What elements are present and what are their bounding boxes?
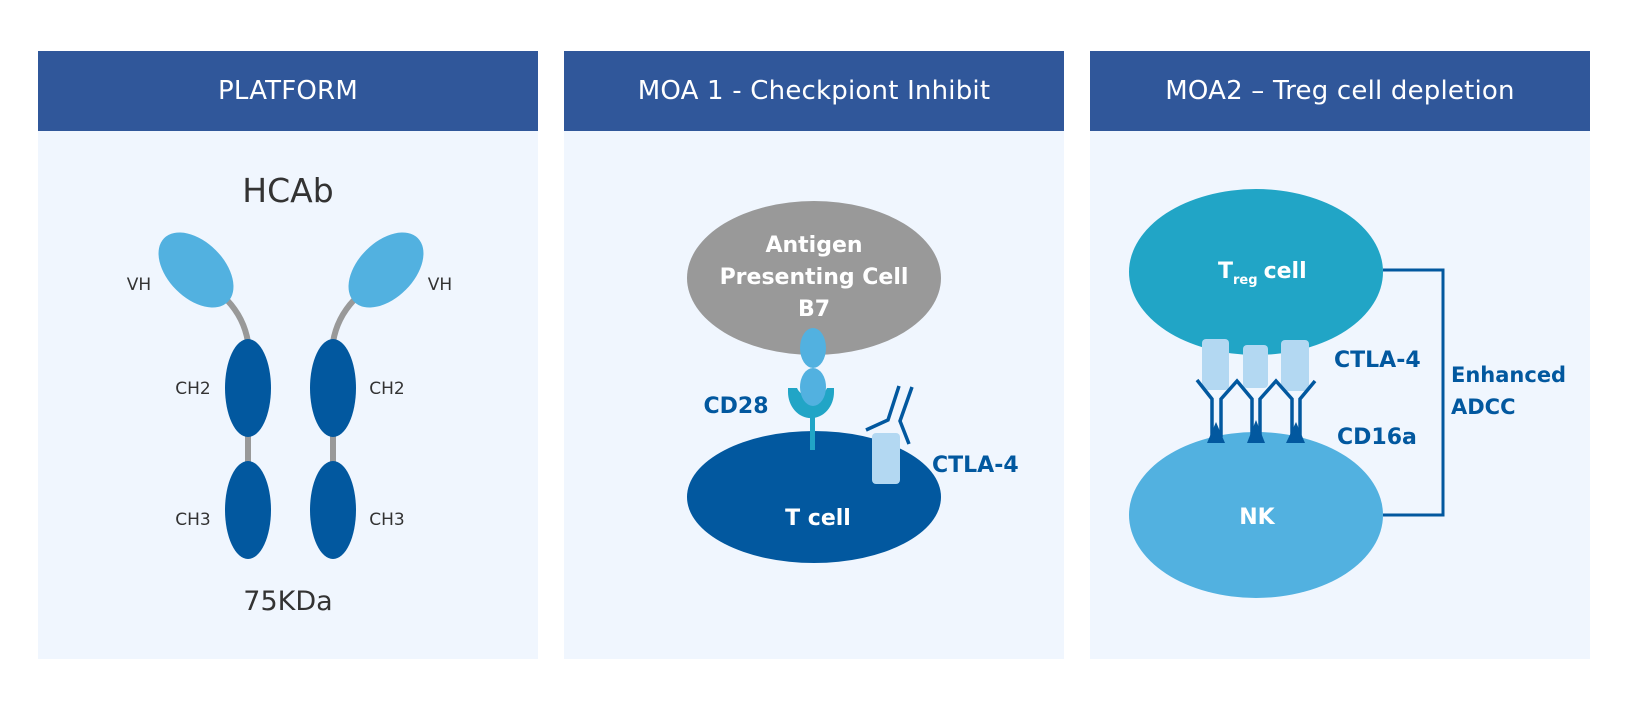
platform-panel-title: PLATFORM [38, 51, 538, 131]
antibody-3-right-arm [1298, 379, 1317, 437]
vh-label-right: VH [428, 275, 452, 295]
antigen-presenting-cell [687, 201, 941, 355]
ch3-domain-left [225, 461, 271, 559]
ctla4-receptor [872, 433, 900, 484]
cd16a-receptor-3 [1286, 422, 1305, 443]
vh-domain-right [348, 232, 424, 308]
ctla4-receptor-3 [1281, 340, 1309, 391]
b7-ligand-upper [800, 328, 826, 368]
treg-label-suffix: cell [1264, 259, 1307, 284]
ch3-label-right: CH3 [369, 510, 404, 530]
ch2-domain-left [225, 339, 271, 437]
adcc-bracket [1383, 268, 1445, 517]
ch3-domain-right [310, 461, 356, 559]
cd16a-receptor-1 [1207, 422, 1225, 443]
b7-ligand-lower [800, 368, 826, 406]
cd16a-receptor-2 [1247, 420, 1265, 443]
moa1-panel-title: MOA 1 - Checkpiont Inhibit [564, 51, 1064, 131]
treg-label-sub: reg [1233, 273, 1258, 288]
ctla4-receptor-1 [1202, 339, 1229, 390]
ctla4-label-moa2: CTLA-4 [1334, 348, 1421, 373]
ch2-label-right: CH2 [369, 379, 404, 399]
antibody-arm-left [865, 385, 901, 432]
vh-label-left: VH [127, 275, 151, 295]
treg-cell [1129, 189, 1383, 355]
cd28-stem [810, 405, 815, 450]
hinge-right [330, 297, 357, 343]
apc-label-line3: B7 [798, 297, 830, 322]
ch3-label-left: CH3 [175, 510, 210, 530]
moa1-panel: MOA 1 - Checkpiont Inhibit [564, 51, 1064, 659]
ctla4-receptor-2 [1243, 345, 1268, 388]
platform-panel: PLATFORM [38, 51, 538, 659]
effect-label-line2: ADCC [1451, 395, 1516, 419]
apc-label-line2: Presenting Cell [720, 265, 909, 290]
molecule-name: HCAb [242, 171, 333, 210]
antibody-bridge-1 [1219, 378, 1254, 437]
moa1-diagram: Antigen Presenting Cell B7 T cell CD28 C… [687, 201, 1019, 563]
t-cell-label: T cell [785, 506, 851, 531]
molecular-weight: 75KDa [243, 586, 332, 617]
cd16a-label: CD16a [1337, 425, 1417, 450]
antibody-1-left-arm [1195, 378, 1214, 437]
antibody-arm-right [898, 386, 914, 445]
linker-left [245, 430, 251, 470]
ch2-domain-right [310, 339, 356, 437]
hcab-diagram: HCAb VH VH CH2 CH2 CH3 CH3 75KDa [127, 171, 452, 617]
effect-label-line1: Enhanced [1451, 363, 1566, 387]
hinge-left [224, 297, 251, 343]
ctla4-label: CTLA-4 [932, 453, 1019, 478]
linker-right [330, 430, 336, 470]
antibody-bridge-2 [1258, 378, 1294, 437]
nk-cell-label: NK [1239, 505, 1275, 530]
treg-label-main: T [1218, 259, 1233, 284]
nk-cell [1129, 432, 1383, 598]
t-cell [687, 431, 941, 563]
vh-domain-left [158, 232, 234, 308]
apc-label-line1: Antigen [765, 233, 862, 258]
cd28-label: CD28 [703, 394, 768, 419]
ch2-label-left: CH2 [175, 379, 210, 399]
moa2-panel-title: MOA2 – Treg cell depletion [1090, 51, 1590, 131]
